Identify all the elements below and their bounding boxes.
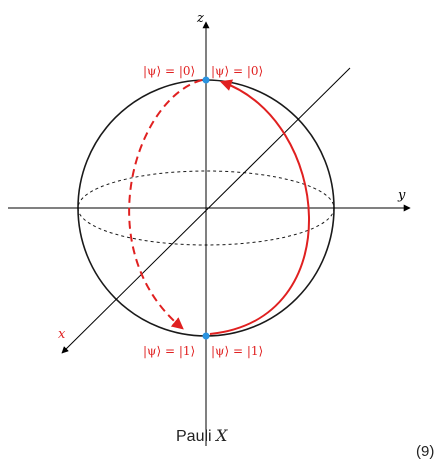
south-pole-point [202,332,210,340]
y-axis-label: y [397,188,406,203]
diagram-caption: Pauli X [176,426,228,445]
z-axis-label: z [196,11,204,26]
dashed-rotation-arc [128,79,203,330]
x-axis [61,67,351,354]
state-label-top-right: |ψ⟩ = |0⟩ [211,64,263,78]
caption-symbol: X [214,426,228,445]
caption-text: Pauli [176,428,216,445]
state-label-top-left: |ψ⟩ = |0⟩ [143,64,195,78]
x-axis-label: x [58,327,66,342]
solid-rotation-arc [209,79,310,335]
north-pole-point [202,76,210,84]
state-label-bottom-right: |ψ⟩ = |1⟩ [211,344,263,358]
state-label-bottom-left: |ψ⟩ = |1⟩ [143,344,195,358]
equation-number: (9) [416,443,434,460]
